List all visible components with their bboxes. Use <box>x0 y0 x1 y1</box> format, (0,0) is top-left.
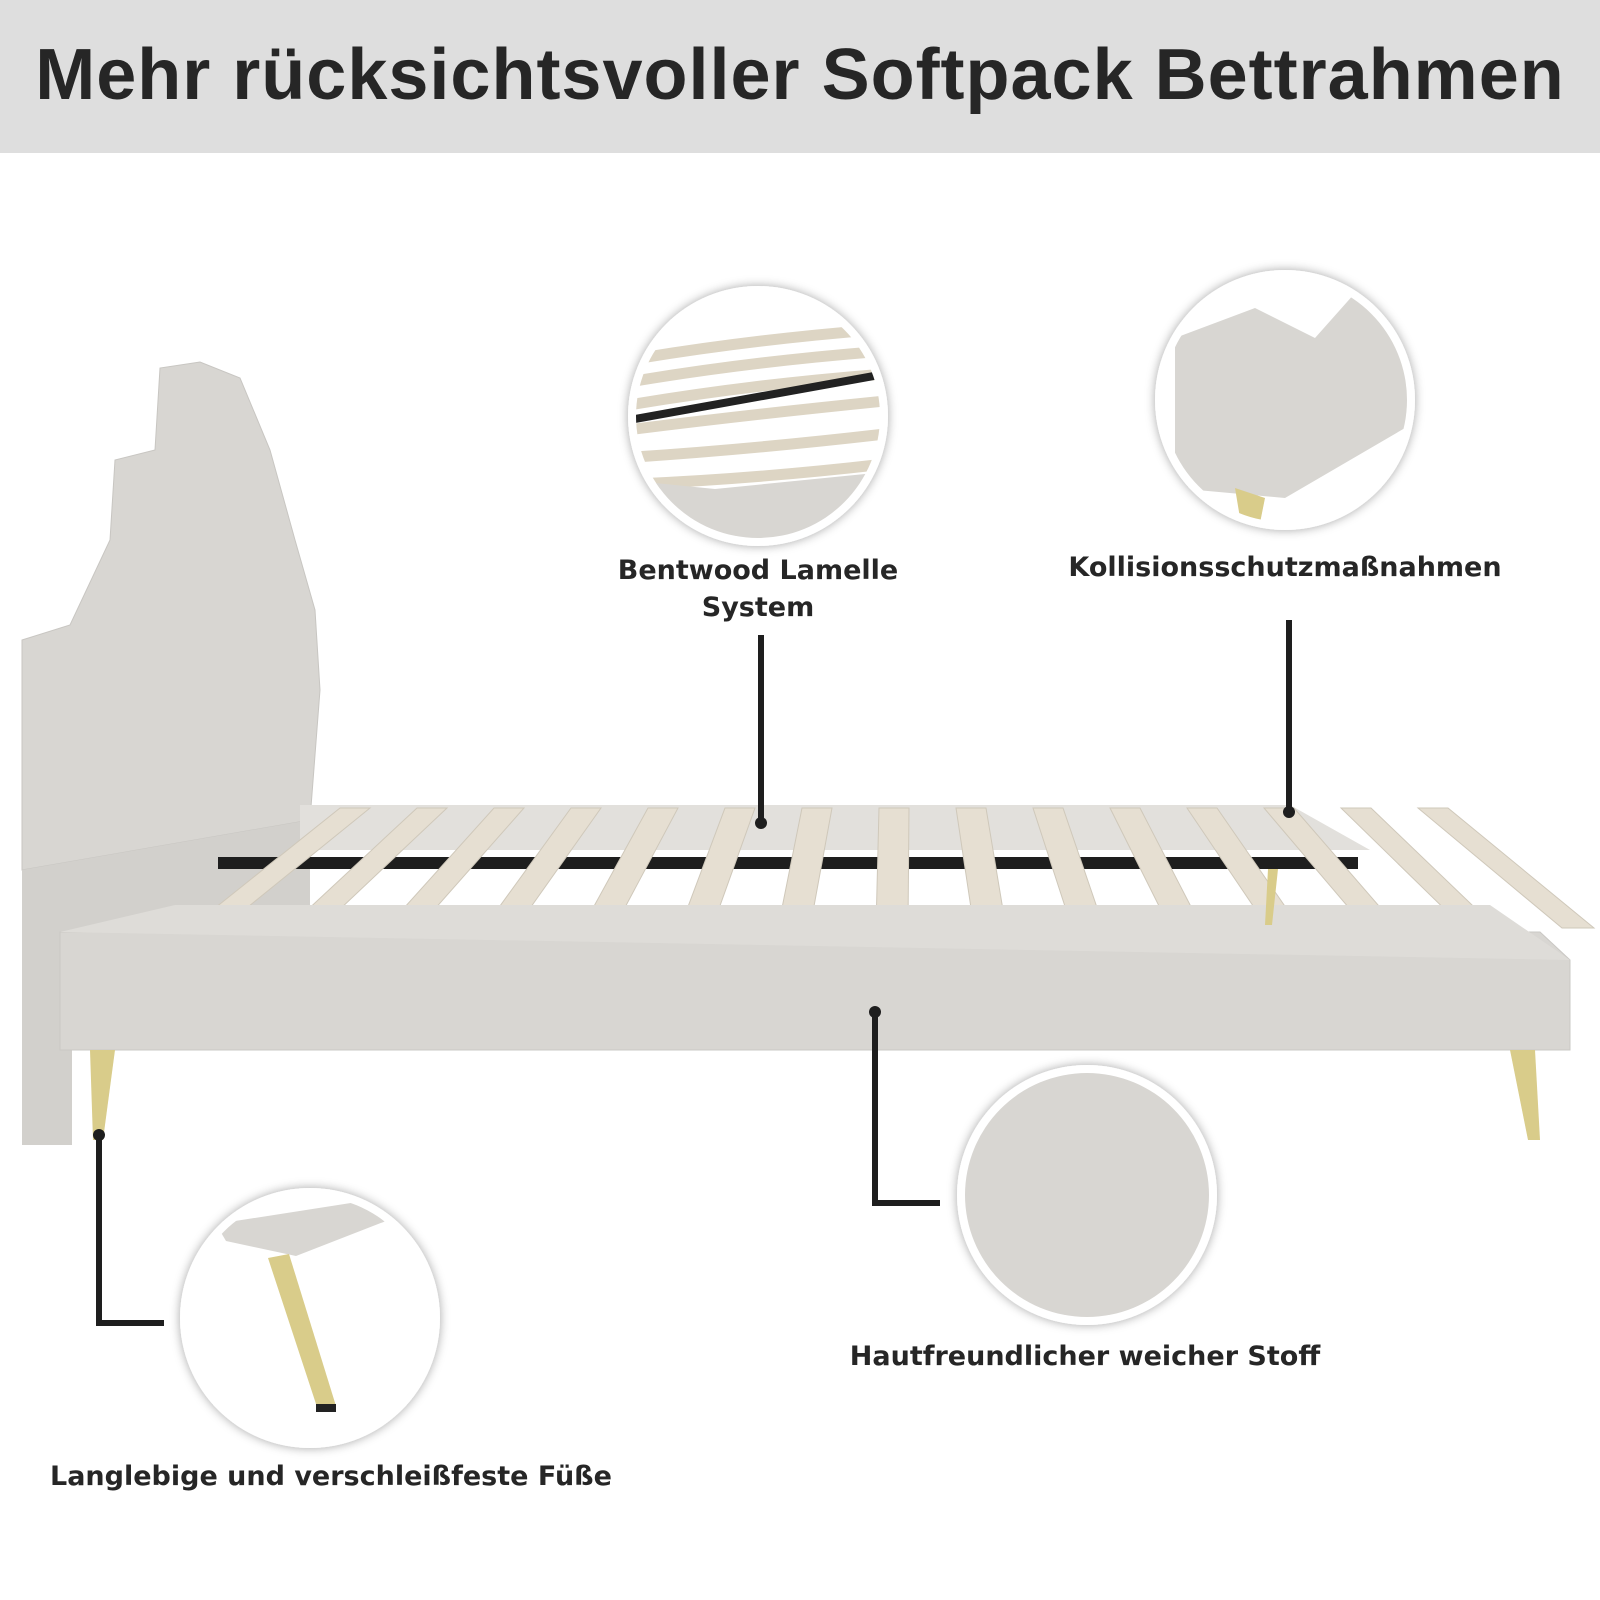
page-title: Mehr rücksichtsvoller Softpack Bettrahme… <box>35 35 1565 115</box>
slats-label-line1: Bentwood Lamelle <box>617 555 899 586</box>
header-banner: Mehr rücksichtsvoller Softpack Bettrahme… <box>0 0 1600 153</box>
slats-label: Bentwood Lamelle System <box>560 552 956 626</box>
collision-detail-circle <box>1155 270 1415 530</box>
slat <box>1416 807 1596 929</box>
fabric-label: Hautfreundlicher weicher Stoff <box>849 1341 1321 1372</box>
slats-detail-circle <box>628 286 888 546</box>
leg-back-right <box>1265 869 1278 925</box>
legs-label: Langlebige und verschleißfeste Füße <box>50 1461 612 1492</box>
fabric-detail-circle <box>957 1065 1217 1325</box>
callout-lines <box>96 620 1292 1326</box>
slats-label-line2: System <box>701 592 815 623</box>
leg-front-right <box>1510 1050 1540 1140</box>
collision-label: Kollisionsschutzmaßnahmen <box>1068 552 1502 583</box>
leg-front-left <box>90 1050 115 1140</box>
bed-frame <box>59 905 1571 1051</box>
legs-detail-circle <box>180 1188 440 1448</box>
